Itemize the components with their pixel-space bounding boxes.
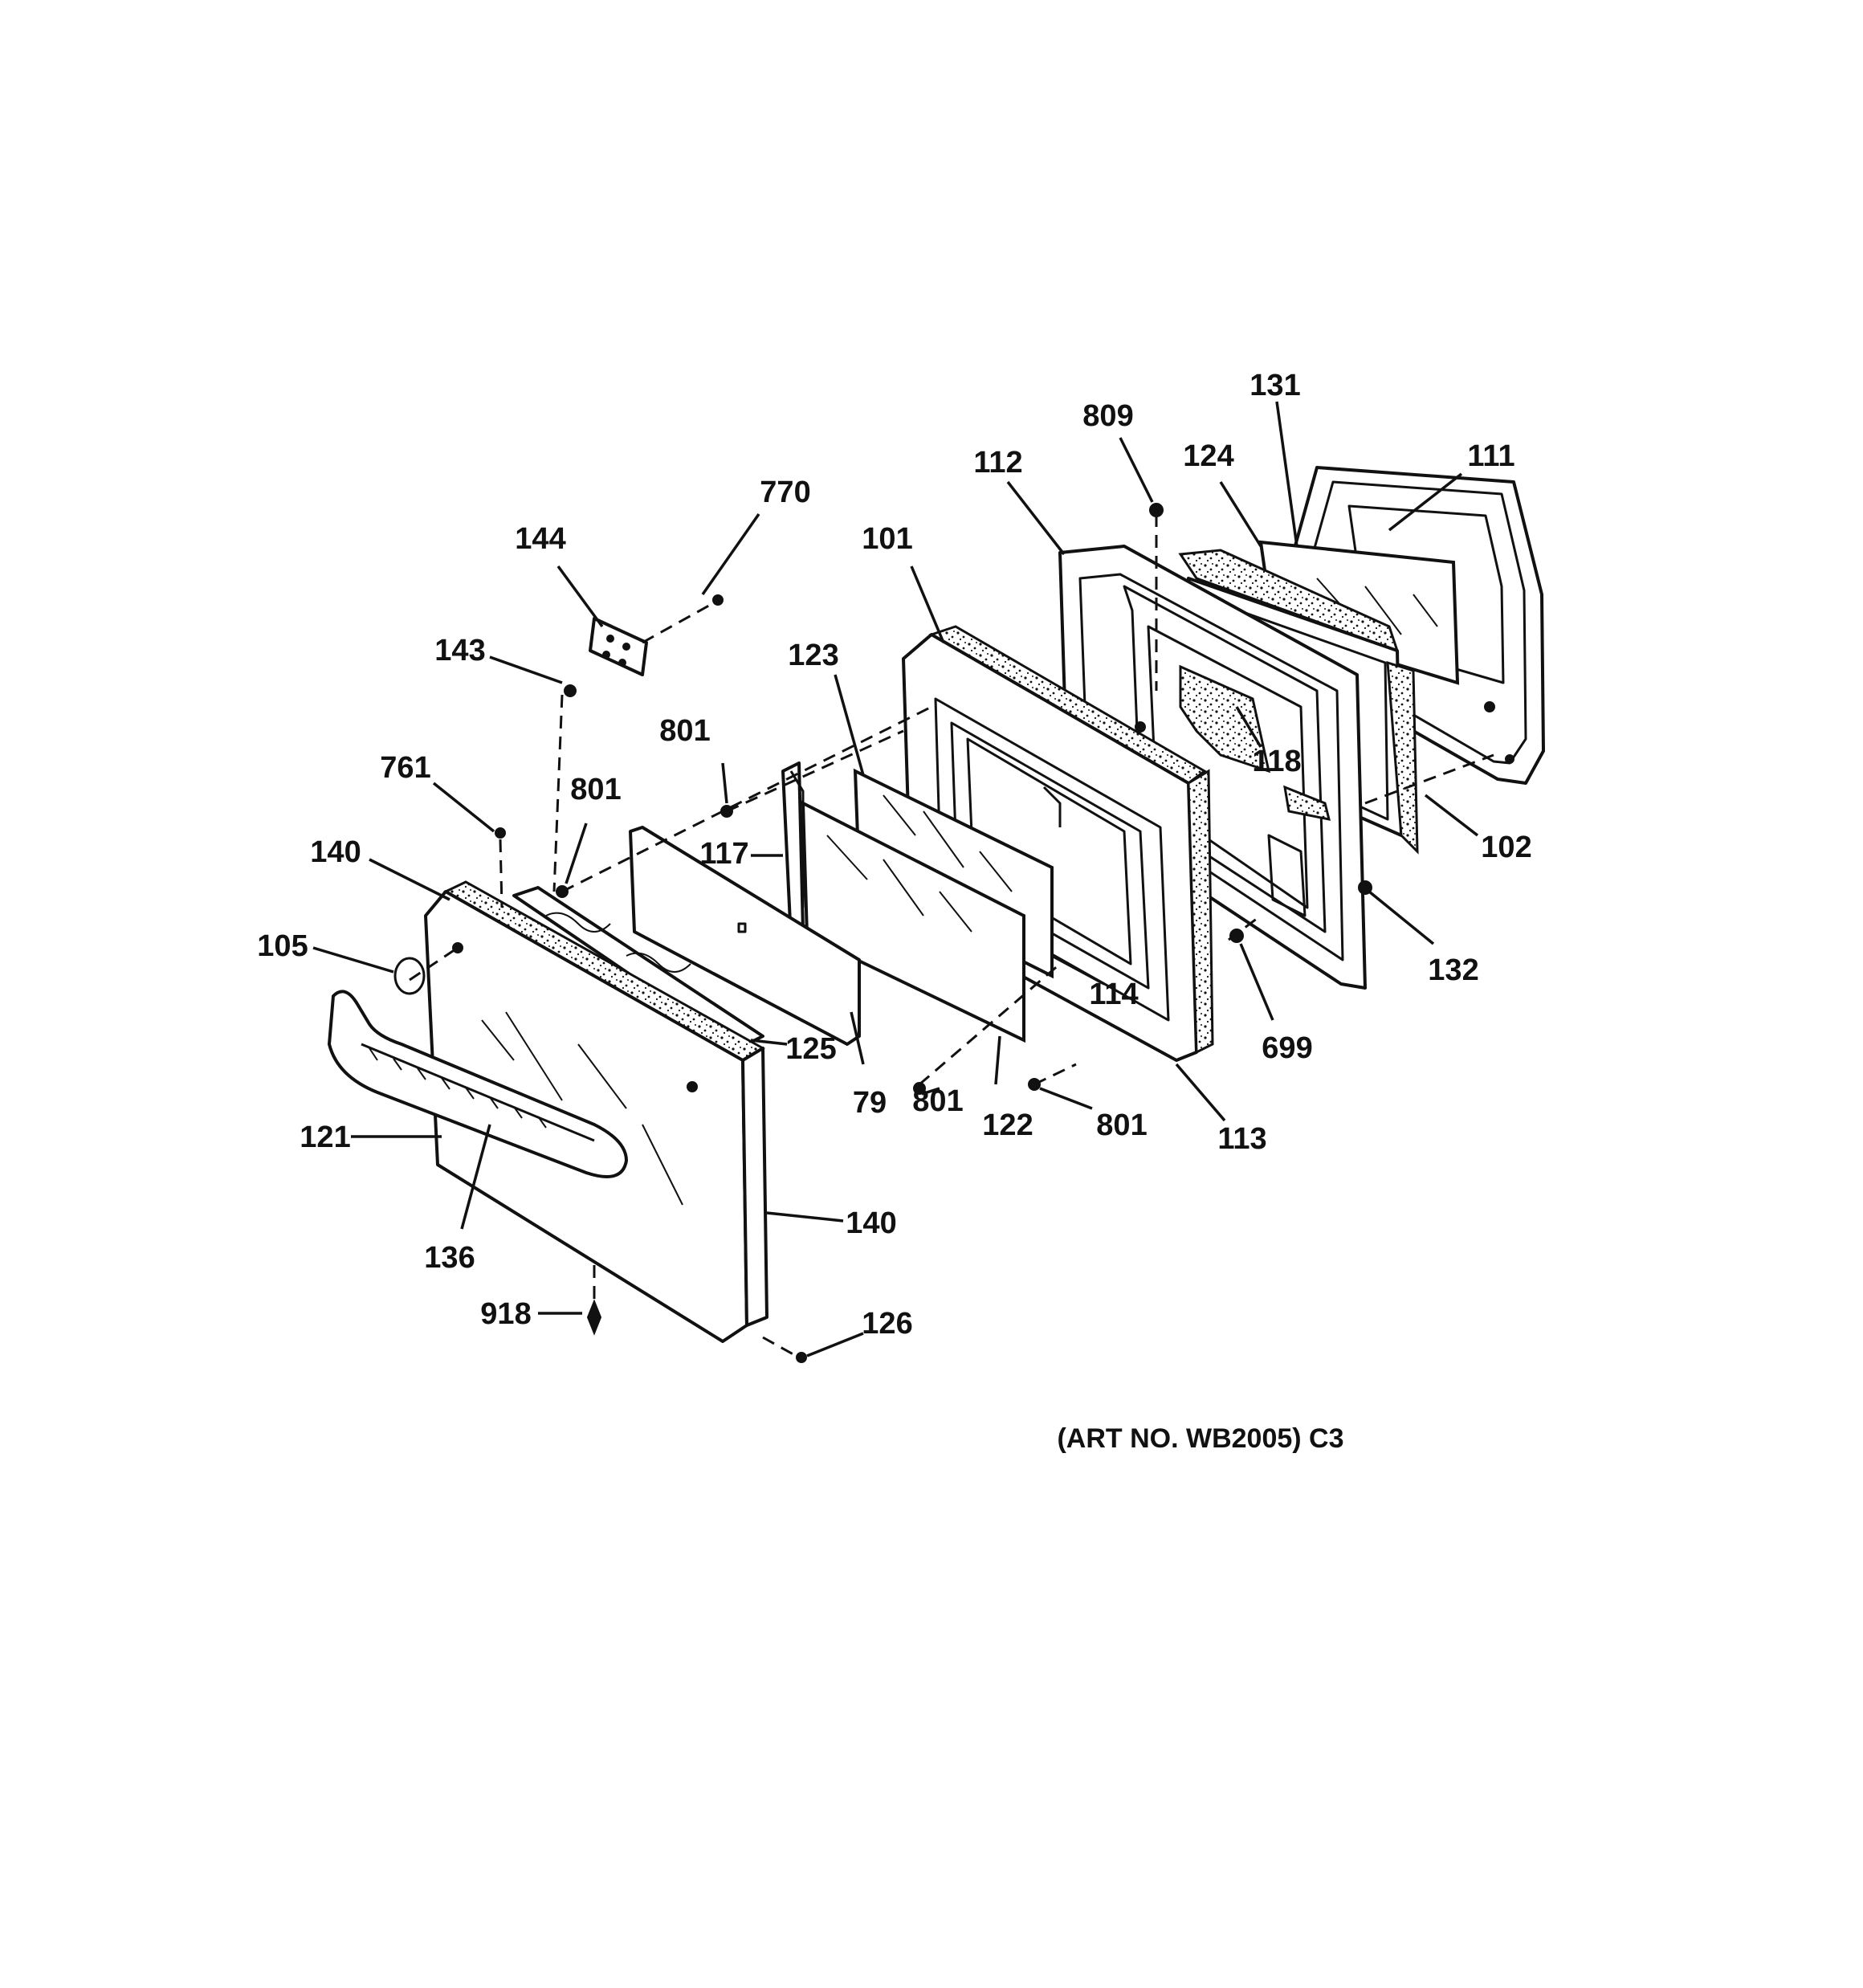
callout-136: 136 — [424, 1241, 475, 1275]
screw-132 — [1358, 880, 1372, 895]
callout-140-side: 140 — [846, 1206, 896, 1240]
screw-699 — [1229, 929, 1244, 943]
callout-770: 770 — [760, 476, 810, 509]
callout-140-top: 140 — [310, 835, 361, 869]
callout-117: 117 — [699, 837, 748, 871]
part-144-bracket — [589, 617, 648, 676]
callout-801-c: 801 — [912, 1084, 963, 1118]
callout-131: 131 — [1249, 369, 1300, 402]
callout-143: 143 — [434, 634, 485, 667]
callout-801-b: 801 — [570, 773, 621, 806]
callout-121: 121 — [300, 1121, 350, 1154]
callout-124: 124 — [1183, 439, 1233, 473]
callout-801-a: 801 — [659, 714, 710, 748]
assembly-lines — [409, 514, 1494, 1359]
part-79-baffle — [629, 826, 861, 1046]
callout-105: 105 — [257, 929, 308, 963]
part-121-door-handle — [328, 990, 628, 1178]
part-101-door-frame — [902, 625, 1214, 1062]
screw-761 — [495, 827, 506, 839]
callout-809: 809 — [1082, 399, 1133, 433]
callout-labels: 809 131 124 111 112 770 101 144 143 123 … — [257, 369, 1531, 1341]
art-number-label: (ART NO. WB2005) C3 — [1057, 1423, 1343, 1454]
callout-79: 79 — [853, 1086, 887, 1120]
callout-101: 101 — [862, 522, 912, 556]
screw-801-c — [913, 1082, 926, 1095]
callout-801-d: 801 — [1096, 1108, 1147, 1142]
callout-144: 144 — [515, 522, 565, 556]
callout-761: 761 — [380, 751, 430, 785]
callout-118: 118 — [1252, 745, 1301, 778]
part-140-outer-door — [424, 880, 768, 1343]
screw-126 — [796, 1352, 807, 1363]
screw-918 — [586, 1299, 602, 1336]
screw-770 — [712, 594, 724, 606]
fasteners — [495, 503, 1372, 1363]
leader-lines — [312, 401, 1479, 1357]
callout-122: 122 — [982, 1108, 1033, 1142]
callout-112: 112 — [973, 446, 1022, 480]
callout-114: 114 — [1089, 978, 1138, 1011]
screw-143 — [564, 684, 577, 697]
part-105-clip — [393, 957, 426, 995]
callout-699: 699 — [1262, 1031, 1312, 1065]
callout-132: 132 — [1428, 953, 1478, 987]
callout-918: 918 — [480, 1297, 531, 1331]
callout-126: 126 — [862, 1307, 912, 1341]
part-118-insulation — [1179, 664, 1331, 821]
callout-113: 113 — [1217, 1122, 1266, 1156]
part-122-inner-glass — [801, 800, 1025, 1043]
callout-125: 125 — [785, 1032, 836, 1066]
callout-123: 123 — [788, 639, 838, 672]
callout-111: 111 — [1467, 439, 1514, 473]
callout-102: 102 — [1481, 831, 1531, 864]
